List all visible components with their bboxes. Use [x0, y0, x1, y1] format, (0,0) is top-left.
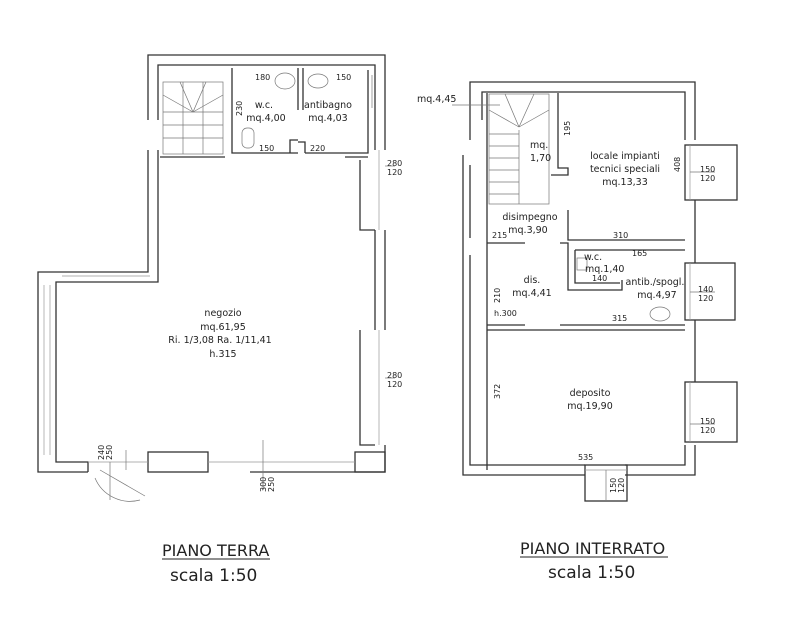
- dimension-label: 408: [673, 157, 682, 172]
- ground-floor-plan: w.c. mq.4,00 antibagno mq.4,03 negozio m…: [37, 54, 402, 586]
- dimension-label: 230: [235, 101, 244, 116]
- dimension-label: 140: [698, 285, 713, 294]
- basement-stairs: [452, 93, 550, 205]
- room-name-disimpegno: disimpegno: [502, 212, 557, 223]
- dimension-label: 150: [259, 144, 274, 153]
- dimension-label: 240: [97, 445, 106, 460]
- room-name-closet: mq.: [530, 140, 548, 151]
- basement-toilet: [576, 257, 588, 271]
- dimension-label: 180: [255, 73, 270, 82]
- dimension-label: 250: [267, 477, 276, 492]
- dimension-label: 120: [700, 174, 715, 183]
- dimension-label: 210: [493, 288, 502, 303]
- room-area-antibagno: mq.4,03: [308, 113, 347, 124]
- room-name-antib: antib./spogl.: [626, 277, 685, 288]
- room-name-locale-2: tecnici speciali: [590, 164, 660, 175]
- room-name-locale-1: locale impianti: [590, 151, 660, 162]
- room-name-wc-basement: w.c.: [584, 252, 602, 263]
- room-area-locale: mq.13,33: [602, 177, 648, 188]
- room-area-antib: mq.4,97: [637, 290, 676, 301]
- dimension-label: 150: [609, 478, 618, 493]
- room-name-dis: dis.: [524, 275, 541, 286]
- ground-floor-scale: scala 1:50: [170, 566, 257, 586]
- ground-floor-title: PIANO TERRA: [162, 541, 269, 560]
- room-area-wc-basement: mq.1,40: [585, 264, 624, 275]
- dimension-label: 120: [387, 168, 402, 177]
- dimension-label: 300: [259, 477, 268, 492]
- dimension-label: 120: [617, 478, 626, 493]
- room-area-wc: mq.4,00: [246, 113, 285, 124]
- room-area-stair-area: mq.4,45: [417, 94, 456, 105]
- ground-floor-walls: [37, 54, 386, 473]
- dimension-label: 150: [700, 165, 715, 174]
- dimension-label: 310: [613, 231, 628, 240]
- room-area-disimpegno: mq.3,90: [508, 225, 547, 236]
- basement-plan: mq.4,45 mq. 1,70 locale impianti tecnici…: [417, 81, 738, 583]
- basement-washbasin: [649, 306, 671, 322]
- room-height-dis: h.300: [494, 309, 517, 318]
- dimension-label: 165: [632, 249, 647, 258]
- room-name-negozio: negozio: [204, 308, 241, 319]
- dimension-label: 280: [387, 159, 402, 168]
- room-area-negozio: mq.61,95: [200, 322, 246, 333]
- dimension-label: 150: [700, 417, 715, 426]
- dimension-label: 280: [387, 371, 402, 380]
- dimension-label: 140: [592, 274, 607, 283]
- room-area-deposito: mq.19,90: [567, 401, 613, 412]
- room-area-closet: 1,70: [530, 153, 551, 164]
- dimension-label: 535: [578, 453, 593, 462]
- room-area-dis: mq.4,41: [512, 288, 551, 299]
- basement-scale: scala 1:50: [548, 563, 635, 583]
- room-name-deposito: deposito: [570, 388, 611, 399]
- room-height-negozio: h.315: [209, 349, 236, 360]
- dimension-label: 215: [492, 231, 507, 240]
- room-ratios-negozio: Ri. 1/3,08 Ra. 1/11,41: [168, 335, 271, 346]
- dimension-label: 195: [563, 121, 572, 136]
- dimension-label: 150: [336, 73, 351, 82]
- dimension-label: 120: [698, 294, 713, 303]
- room-name-wc: w.c.: [255, 100, 273, 111]
- dimension-label: 372: [493, 384, 502, 399]
- basement-title: PIANO INTERRATO: [520, 539, 665, 558]
- ground-floor-stairs: [162, 81, 224, 155]
- dimension-label: 250: [105, 445, 114, 460]
- sanitary-fixtures: [241, 72, 373, 149]
- dimension-label: 220: [310, 144, 325, 153]
- dimension-label: 120: [387, 380, 402, 389]
- dimension-label: 315: [612, 314, 627, 323]
- room-name-antibagno: antibagno: [304, 100, 352, 111]
- dimension-label: 120: [700, 426, 715, 435]
- entrance-door: [94, 450, 146, 502]
- basement-walls: [462, 81, 738, 502]
